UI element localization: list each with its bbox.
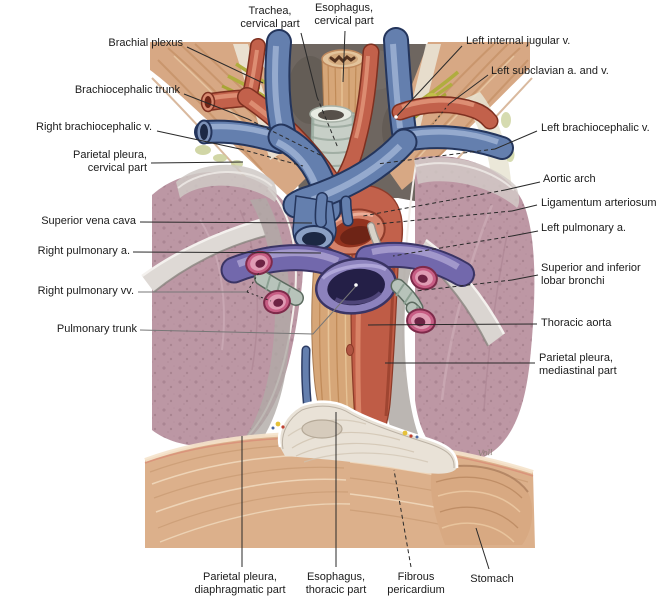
leader-brachiocephalic-trunk (183, 93, 249, 120)
leader-trachea-cervical (300, 32, 318, 98)
label-left-brachiocephalic-v: Left brachiocephalic v. (541, 122, 650, 134)
leader-lines (132, 30, 541, 570)
esophagus-cervical-cut (321, 49, 365, 117)
pleura-cut-edge-left (141, 218, 267, 293)
leader-pulmonary-trunk (139, 285, 357, 335)
inferior-thyroid-vein-stubs (314, 192, 354, 228)
leader-right-pulmonary-a (132, 251, 322, 254)
label-esophagus-cervical: Esophagus, cervical part (314, 2, 374, 27)
label-brachiocephalic-trunk: Brachiocephalic trunk (74, 84, 180, 96)
pleura-cupola-right-figure (414, 157, 520, 208)
label-pulmonary-trunk: Pulmonary trunk (56, 323, 137, 335)
leader-right-brachiocephalic-v (156, 130, 241, 150)
label-parietal-pleura-diaphragmatic: Parietal pleura, diaphragmatic part (194, 571, 286, 596)
aortic-arch (322, 185, 404, 256)
label-ligamentum-arteriosum: Ligamentum arteriosum (541, 197, 657, 209)
leader-superior-vena-cava (139, 221, 313, 224)
label-trachea-cervical: Trachea, cervical part (240, 5, 300, 30)
label-left-pulmonary-a: Left pulmonary a. (541, 222, 626, 234)
leader-parietal-pleura-cervical (150, 161, 244, 164)
label-parietal-pleura-mediastinal: Parietal pleura, mediastinal part (539, 352, 617, 377)
left-subclavian-artery (391, 96, 499, 130)
leader-left-subclavian (448, 74, 489, 105)
fibrous-pericardium (271, 400, 459, 474)
label-lobar-bronchi: Superior and inferior lobar bronchi (541, 262, 641, 287)
leader-fibrous-pericardium (393, 469, 412, 568)
leader-left-pulmonary-a (511, 230, 539, 237)
leader-thoracic-aorta (367, 323, 538, 326)
label-right-brachiocephalic-v: Right brachiocephalic v. (36, 121, 152, 133)
label-parietal-pleura-cervical: Parietal pleura, cervical part (73, 149, 147, 174)
right-lung (152, 171, 303, 447)
label-right-pulmonary-a: Right pulmonary a. (37, 245, 130, 257)
label-esophagus-thoracic: Esophagus, thoracic part (305, 571, 367, 596)
leader-stomach (475, 527, 490, 570)
label-left-internal-jugular-v: Left internal jugular v. (466, 35, 571, 47)
stomach (430, 464, 533, 545)
label-right-pulmonary-vv: Right pulmonary vv. (37, 285, 134, 297)
artist-signature: Voll (478, 448, 494, 458)
label-superior-vena-cava: Superior vena cava (41, 215, 136, 227)
label-left-subclavian-a-and-v: Left subclavian a. and v. (491, 65, 609, 77)
leader-ligamentum-arteriosum (511, 204, 538, 212)
leader-left-internal-jugular (395, 45, 463, 118)
great-veins (194, 27, 514, 253)
leader-esophagus-cervical (342, 30, 346, 83)
label-aortic-arch: Aortic arch (543, 173, 596, 185)
leader-brachial-plexus (186, 46, 264, 84)
leader-aortic-arch (504, 181, 541, 191)
leader-lobar-bronchi (511, 274, 539, 281)
label-fibrous-pericardium: Fibrous pericardium (387, 571, 445, 596)
label-stomach: Stomach (470, 573, 514, 585)
pleura-cupola-left-figure (176, 164, 277, 202)
label-thoracic-aorta: Thoracic aorta (541, 317, 612, 329)
leader-left-brachiocephalic-v (494, 130, 538, 150)
label-brachial-plexus: Brachial plexus (108, 37, 183, 49)
